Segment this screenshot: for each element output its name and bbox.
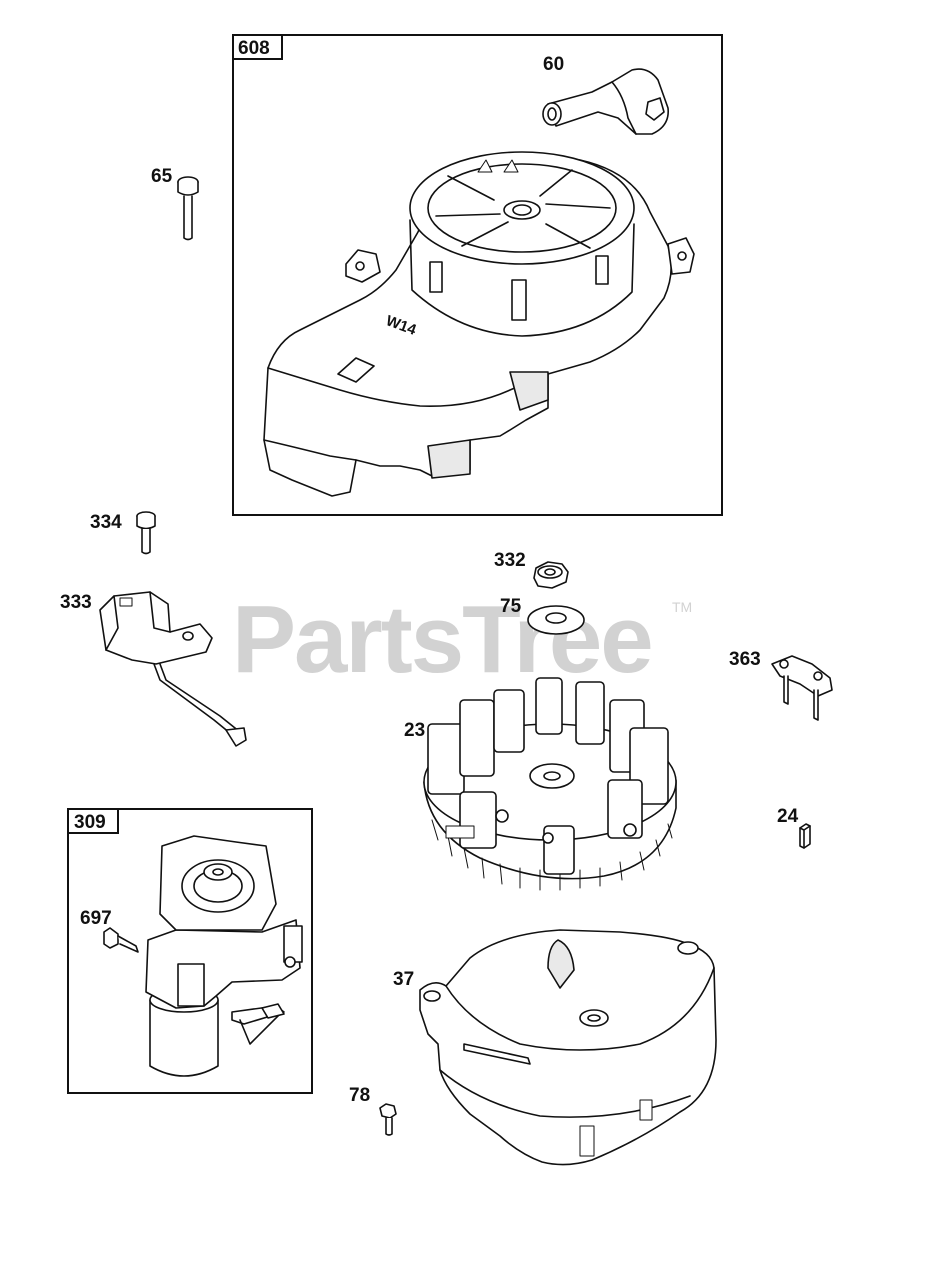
callout-333: 333	[60, 592, 92, 613]
part-23-flywheel[interactable]	[423, 677, 677, 891]
partstree-watermark: PartsTree TM	[232, 586, 692, 693]
assembly-box-608[interactable]: 608	[232, 34, 723, 516]
part-333-ignition-armature[interactable]	[99, 591, 247, 747]
callout-37: 37	[393, 969, 414, 990]
assembly-box-608-frame	[232, 34, 723, 516]
assembly-box-608-tag	[232, 34, 283, 60]
callout-697: 697	[80, 908, 112, 929]
part-332-nut[interactable]	[533, 561, 569, 589]
callout-24: 24	[777, 806, 799, 827]
part-78-bolt[interactable]	[379, 1103, 397, 1136]
part-334-bolt[interactable]	[136, 511, 156, 555]
part-65-bolt[interactable]	[177, 176, 199, 241]
assembly-box-309-frame	[67, 808, 313, 1094]
callout-334: 334	[90, 512, 122, 533]
callout-65: 65	[151, 166, 173, 187]
assembly-box-309-label: 309	[74, 812, 106, 833]
part-608-blower-housing[interactable]	[263, 151, 695, 497]
callout-60: 60	[543, 54, 564, 75]
callout-23: 23	[404, 720, 425, 741]
part-75-washer[interactable]	[527, 605, 585, 635]
part-309-starter-motor[interactable]	[145, 835, 303, 1077]
part-363-bracket[interactable]	[771, 655, 833, 721]
callout-363: 363	[729, 649, 761, 670]
assembly-box-309-tag	[67, 808, 119, 834]
part-697-bolt[interactable]	[103, 927, 139, 953]
callout-78: 78	[349, 1085, 370, 1106]
callout-75: 75	[500, 596, 522, 617]
watermark-brand: PartsTree	[232, 586, 652, 693]
part-24-key[interactable]	[799, 823, 811, 849]
assembly-box-608-label: 608	[238, 38, 270, 59]
callout-332: 332	[494, 550, 526, 571]
assembly-box-309[interactable]: 309	[67, 808, 313, 1094]
watermark-trademark: TM	[672, 599, 692, 615]
part-60-starter-handle[interactable]	[542, 68, 669, 135]
part-37-shroud-base[interactable]	[419, 929, 717, 1166]
